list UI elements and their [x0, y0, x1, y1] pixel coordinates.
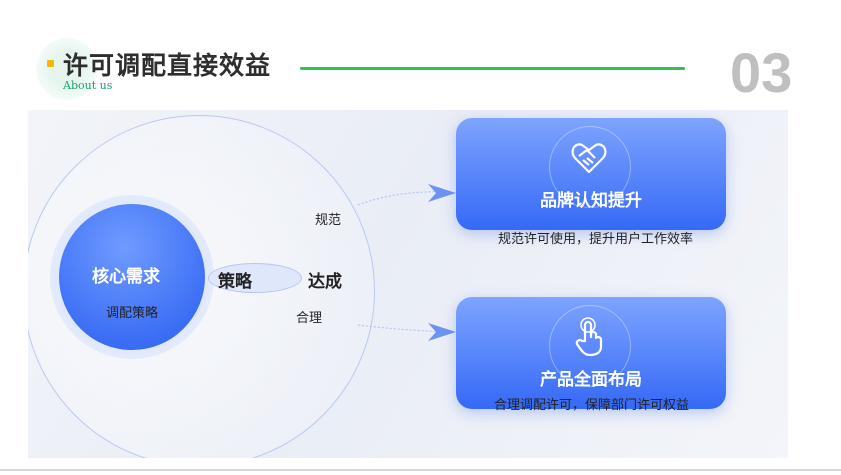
achieve-label: 达成	[308, 272, 342, 292]
connector-arrows	[357, 184, 456, 341]
title-halo	[36, 38, 98, 100]
core-subtitle: 调配策略	[106, 306, 159, 321]
page-title: 许可调配直接效益	[63, 51, 272, 80]
arrow-top	[428, 184, 456, 202]
page-number: 03	[730, 41, 793, 104]
label-standard: 规范	[315, 213, 342, 228]
page-subtitle: About us	[63, 79, 113, 92]
title-underline	[300, 67, 685, 70]
card-description: 规范许可使用，提升用户工作效率	[498, 232, 694, 247]
handshake-heart-icon	[571, 143, 607, 174]
card-brand-awareness: 品牌认知提升	[456, 118, 726, 230]
core-circle	[59, 204, 205, 350]
card-product-layout: 产品全面布局	[456, 297, 726, 409]
diagram: 核心需求 调配策略 策略 达成 规范 合理 品牌认知提升 规范许可使用，提升用户…	[28, 110, 788, 458]
card-title: 产品全面布局	[540, 370, 642, 390]
arrow-bottom	[428, 323, 456, 341]
strategy-label: 策略	[218, 272, 252, 292]
hand-pointer-icon	[575, 317, 603, 357]
strategy-lens	[208, 263, 302, 293]
card-title: 品牌认知提升	[540, 191, 642, 211]
icon-ring	[549, 126, 631, 208]
footer-divider	[0, 469, 841, 471]
title-bullet	[47, 60, 54, 67]
label-reasonable: 合理	[296, 311, 323, 326]
card-description: 合理调配许可，保障部门许可权益	[494, 398, 690, 413]
icon-ring	[549, 305, 631, 387]
core-title: 核心需求	[92, 267, 160, 287]
